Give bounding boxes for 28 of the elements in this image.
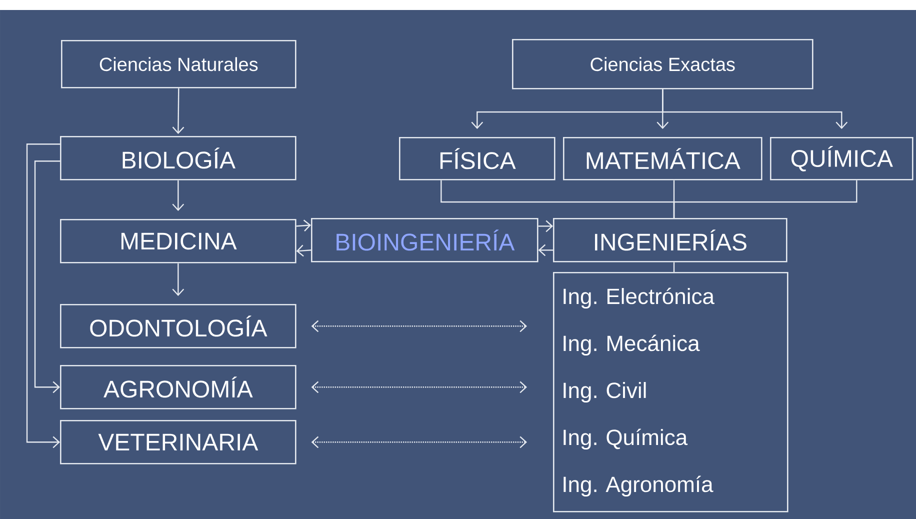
label-box: FÍSICA [399, 137, 556, 180]
label-box: AGRONOMÍA [60, 365, 296, 410]
label-box: INGENIERÍAS [553, 218, 788, 262]
connector-line [673, 262, 675, 272]
arrow [296, 244, 312, 257]
arrow [172, 88, 184, 134]
label-box: VETERINARIA [60, 420, 296, 464]
arrow [296, 220, 312, 232]
label-box: BIOLOGÍA [60, 136, 296, 180]
arrow [662, 89, 848, 129]
label-box: BIOINGENIERÍA [311, 218, 538, 262]
arrow [311, 381, 527, 394]
arrow [538, 220, 553, 232]
arrow [26, 144, 60, 448]
label-box: Ciencias Naturales [61, 40, 296, 88]
arrow [311, 436, 527, 448]
label-box: Ciencias Exactas [512, 39, 814, 90]
arrow [172, 263, 184, 296]
arrow [34, 160, 60, 394]
arrow [311, 320, 527, 332]
arrow [172, 180, 184, 211]
label-box: ODONTOLOGÍA [60, 304, 296, 348]
connector-line [673, 180, 858, 218]
label-box: MEDICINA [60, 219, 296, 264]
label-box: QUÍMICA [770, 137, 914, 180]
list-box: Ing. Electrónica Ing. Mecánica Ing. Civil Ing. Química Ing. Agronomía [553, 272, 788, 512]
arrow [538, 244, 553, 256]
label-box: MATEMÁTICA [563, 137, 762, 180]
